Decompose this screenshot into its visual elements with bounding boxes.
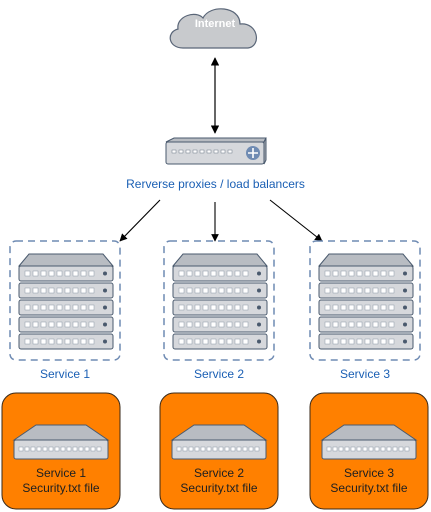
switch-icon bbox=[12, 424, 110, 460]
service-1-box-title: Service 1 bbox=[35, 466, 87, 480]
proxy-label: Rerverse proxies / load balancers bbox=[126, 177, 305, 191]
service-3-box-title: Service 3 bbox=[343, 466, 395, 480]
service-group-1 bbox=[9, 240, 121, 361]
switch-icon bbox=[170, 424, 268, 460]
arrow-to-service-3 bbox=[269, 199, 323, 242]
switch-icon bbox=[320, 424, 418, 460]
service-1-label: Service 1 bbox=[39, 367, 91, 381]
service-2-label: Service 2 bbox=[193, 367, 245, 381]
internet-label: Internet bbox=[195, 18, 236, 30]
service-2-box-title: Service 2 bbox=[193, 466, 245, 480]
server-rack-icon bbox=[171, 253, 269, 350]
arrow-to-service-1 bbox=[119, 199, 161, 242]
service-group-3 bbox=[309, 240, 421, 361]
service-group-2 bbox=[163, 240, 275, 361]
service-3-box-subtitle: Security.txt file bbox=[330, 481, 408, 495]
service-2-box-subtitle: Security.txt file bbox=[180, 481, 258, 495]
service-1-box-subtitle: Security.txt file bbox=[22, 481, 100, 495]
server-rack-icon bbox=[317, 253, 415, 350]
cloud-icon bbox=[169, 8, 257, 49]
router-icon bbox=[165, 137, 267, 165]
server-rack-icon bbox=[17, 253, 115, 350]
service-3-label: Service 3 bbox=[339, 367, 391, 381]
